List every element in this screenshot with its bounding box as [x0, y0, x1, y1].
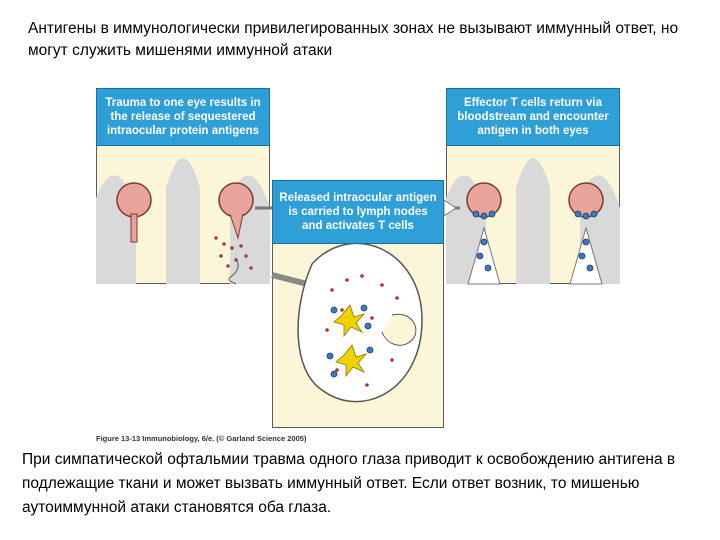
box-released-antigen: Released intraocular antigen is carried …	[272, 180, 444, 244]
trauma-eyes-illustration	[96, 158, 270, 285]
effector-eyes-illustration	[446, 158, 620, 285]
box-trauma-text: Trauma to one eye results in the release…	[105, 97, 261, 137]
box-trauma: Trauma to one eye results in the release…	[96, 88, 270, 146]
footer-text: При симпатической офтальмии травма одног…	[22, 451, 676, 516]
figure-caption: Figure 13-13 Immunobiology, 6/e. (© Garl…	[96, 434, 307, 443]
lymph-node-illustration	[271, 242, 423, 403]
box-released-antigen-text: Released intraocular antigen is carried …	[279, 192, 437, 232]
box-effector-text: Effector T cells return via bloodstream …	[457, 97, 609, 137]
box-effector: Effector T cells return via bloodstream …	[446, 88, 620, 146]
header-text: Антигены в иммунологически привилегирова…	[28, 20, 679, 59]
